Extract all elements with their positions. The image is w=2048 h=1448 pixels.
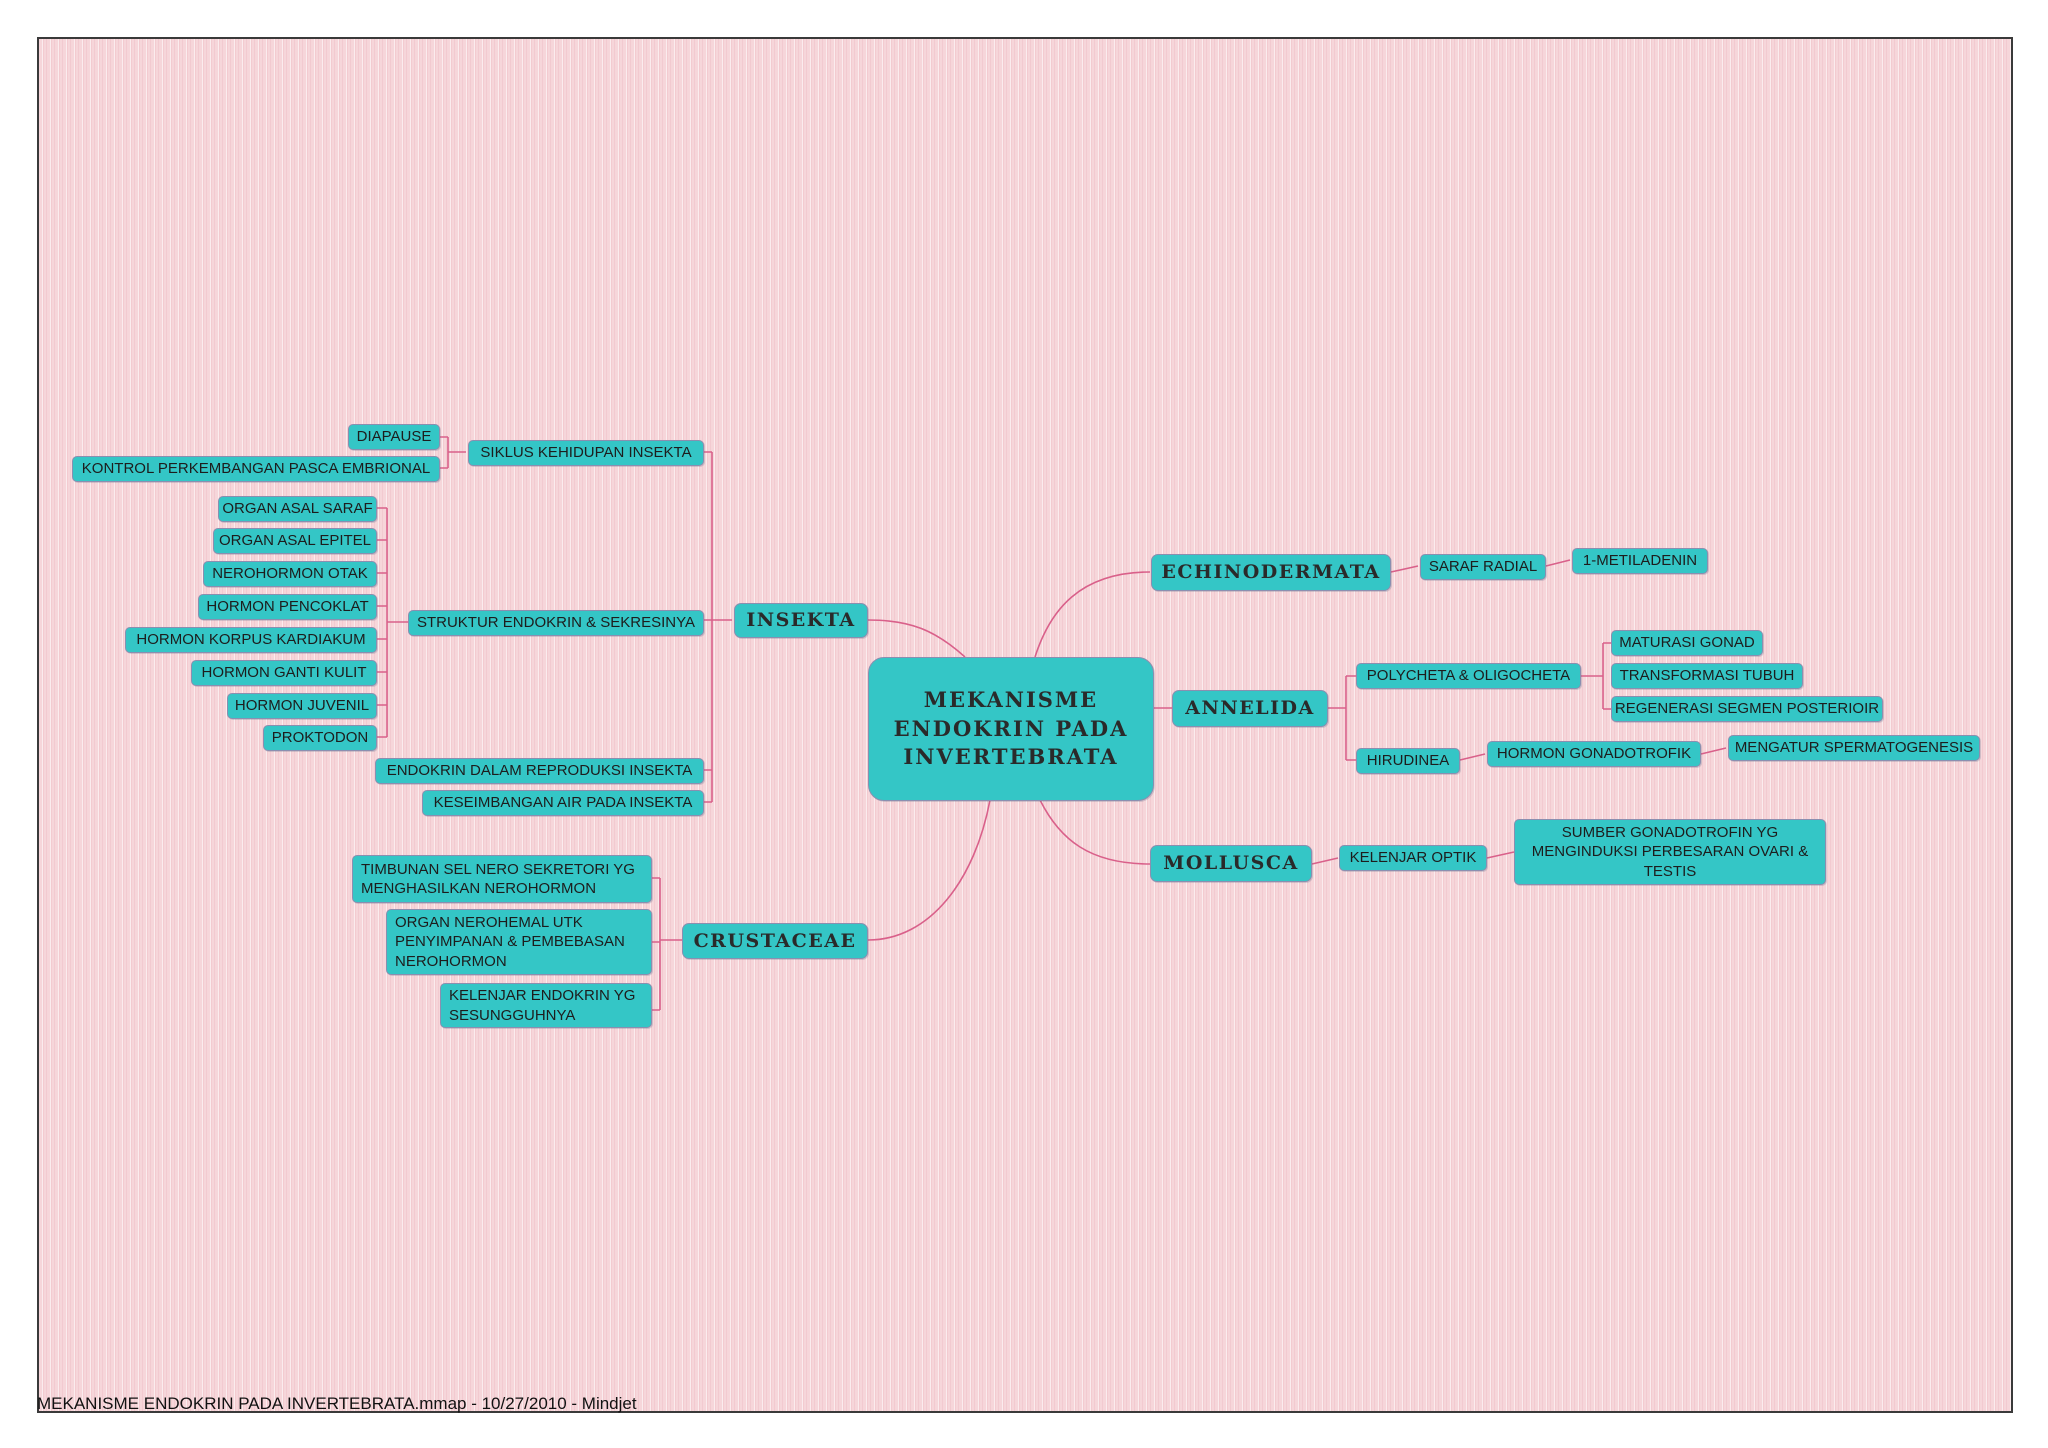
struktur-item[interactable]: PROKTODON xyxy=(263,725,377,751)
branch-crustaceae[interactable]: CRUSTACEAE xyxy=(682,923,868,959)
link-struktur-children xyxy=(377,507,408,738)
footer-caption: MEKANISME ENDOKRIN PADA INVERTEBRATA.mma… xyxy=(37,1394,637,1413)
echino-saraf-radial[interactable]: SARAF RADIAL xyxy=(1420,554,1546,580)
link-center-echinodermata xyxy=(1034,571,1151,658)
crustaceae-kelenjar[interactable]: KELENJAR ENDOKRIN YG SESUNGGUHNYA xyxy=(440,983,652,1028)
branch-mollusca[interactable]: MOLLUSCA xyxy=(1150,845,1312,882)
siklus-diapause[interactable]: DIAPAUSE xyxy=(348,424,440,450)
link-insekta-spine xyxy=(702,451,732,803)
branch-insekta[interactable]: INSEKTA xyxy=(734,603,868,638)
poly-transformasi[interactable]: TRANSFORMASI TUBUH xyxy=(1611,663,1803,689)
insekta-reproduksi[interactable]: ENDOKRIN DALAM REPRODUKSI INSEKTA xyxy=(375,758,704,784)
poly-maturasi[interactable]: MATURASI GONAD xyxy=(1611,630,1763,656)
link-center-crustaceae xyxy=(867,799,991,941)
struktur-item[interactable]: NEROHORMON OTAK xyxy=(203,561,377,587)
link-center-mollusca xyxy=(1039,799,1151,865)
poly-regenerasi[interactable]: REGENERASI SEGMEN POSTERIOIR xyxy=(1611,696,1883,722)
echino-metiladenin[interactable]: 1-METILADENIN xyxy=(1572,548,1708,574)
link-siklus-children xyxy=(440,436,466,469)
link-poly-children xyxy=(1581,642,1611,710)
insekta-air[interactable]: KESEIMBANGAN AIR PADA INSEKTA xyxy=(422,790,704,816)
crustaceae-timbunan[interactable]: TIMBUNAN SEL NERO SEKRETORI YG MENGHASIL… xyxy=(352,855,652,903)
insekta-struktur[interactable]: STRUKTUR ENDOKRIN & SEKRESINYA xyxy=(408,610,704,636)
annelida-hirudinea[interactable]: HIRUDINEA xyxy=(1356,748,1460,774)
link-annelida-children xyxy=(1320,675,1356,761)
branch-echinodermata[interactable]: ECHINODERMATA xyxy=(1151,554,1391,591)
link-mollusca-chain xyxy=(1311,851,1515,865)
siklus-kontrol[interactable]: KONTROL PERKEMBANGAN PASCA EMBRIONAL xyxy=(72,456,440,482)
struktur-item[interactable]: HORMON GANTI KULIT xyxy=(191,660,377,686)
annelida-polycheta[interactable]: POLYCHETA & OLIGOCHETA xyxy=(1356,663,1581,689)
link-echino-chain xyxy=(1390,559,1571,573)
mollusca-kelenjar-optik[interactable]: KELENJAR OPTIK xyxy=(1339,845,1487,871)
struktur-item[interactable]: HORMON KORPUS KARDIAKUM xyxy=(125,627,377,653)
insekta-siklus[interactable]: SIKLUS KEHIDUPAN INSEKTA xyxy=(468,440,704,466)
struktur-item[interactable]: ORGAN ASAL SARAF xyxy=(218,496,377,522)
hiru-hormon[interactable]: HORMON GONADOTROFIK xyxy=(1487,741,1701,767)
struktur-item[interactable]: ORGAN ASAL EPITEL xyxy=(213,528,377,554)
hiru-spermatogenesis[interactable]: MENGATUR SPERMATOGENESIS xyxy=(1728,735,1980,761)
crustaceae-organ[interactable]: ORGAN NEROHEMAL UTK PENYIMPANAN & PEMBEB… xyxy=(386,909,652,975)
central-topic[interactable]: MEKANISME ENDOKRIN PADA INVERTEBRATA xyxy=(868,657,1154,801)
link-center-insekta xyxy=(867,619,966,658)
mollusca-sumber[interactable]: SUMBER GONADOTROFIN YG MENGINDUKSI PERBE… xyxy=(1514,819,1826,885)
struktur-item[interactable]: HORMON JUVENIL xyxy=(227,693,377,719)
link-hiru-chain xyxy=(1459,747,1727,761)
branch-annelida[interactable]: ANNELIDA xyxy=(1172,690,1328,727)
struktur-item[interactable]: HORMON PENCOKLAT xyxy=(198,594,377,620)
link-crustaceae-children xyxy=(652,877,682,1011)
